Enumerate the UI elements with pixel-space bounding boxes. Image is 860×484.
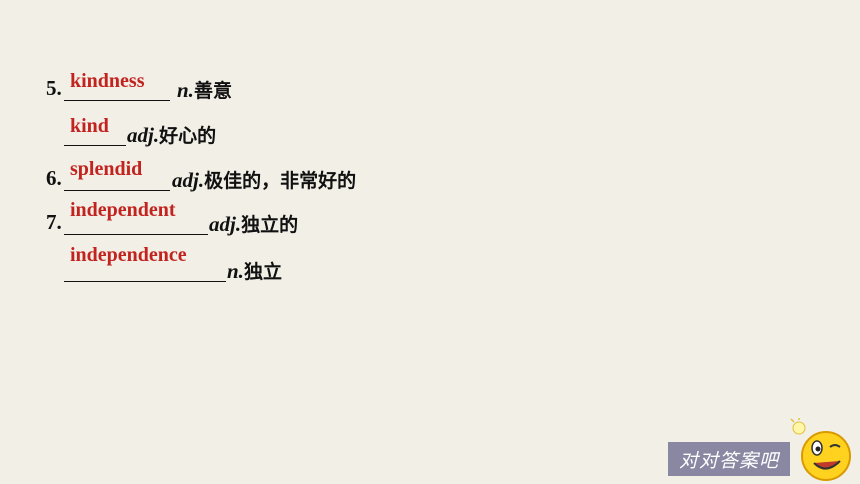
pos-label: adj. xyxy=(172,168,205,192)
pos-label: adj. xyxy=(209,212,242,236)
answer-blank xyxy=(64,210,208,235)
item-number: 5. xyxy=(46,76,62,100)
pos-label: n. xyxy=(227,259,244,283)
smiley-icon[interactable] xyxy=(790,418,856,484)
meaning: 好心的 xyxy=(159,125,217,147)
answer-text: kindness xyxy=(70,70,145,92)
check-answers-button[interactable]: 对对答案吧 xyxy=(668,442,790,476)
answer-text: independent xyxy=(70,199,176,221)
meaning: 独立的 xyxy=(241,214,299,236)
part-of-speech: adj.极佳的，非常好的 xyxy=(172,166,356,193)
item-number: 7. xyxy=(46,210,62,234)
meaning: 善意 xyxy=(193,80,232,102)
part-of-speech: n.善意 xyxy=(177,76,232,103)
part-of-speech: adj.好心的 xyxy=(127,121,216,148)
answer-blank xyxy=(64,121,126,146)
answer-blank xyxy=(64,76,170,101)
item-number: 6. xyxy=(46,166,62,190)
meaning: 极佳的，非常好的 xyxy=(204,170,357,192)
part-of-speech: n.独立 xyxy=(227,257,282,284)
pos-label: adj. xyxy=(127,123,160,147)
meaning: 独立 xyxy=(243,261,282,283)
answer-text: splendid xyxy=(70,158,143,180)
answer-blank xyxy=(64,257,226,282)
pos-label: n. xyxy=(177,78,194,102)
answer-text: kind xyxy=(70,115,109,137)
answer-text: independence xyxy=(70,244,187,266)
part-of-speech: adj.独立的 xyxy=(209,210,298,237)
answer-blank xyxy=(64,166,170,191)
